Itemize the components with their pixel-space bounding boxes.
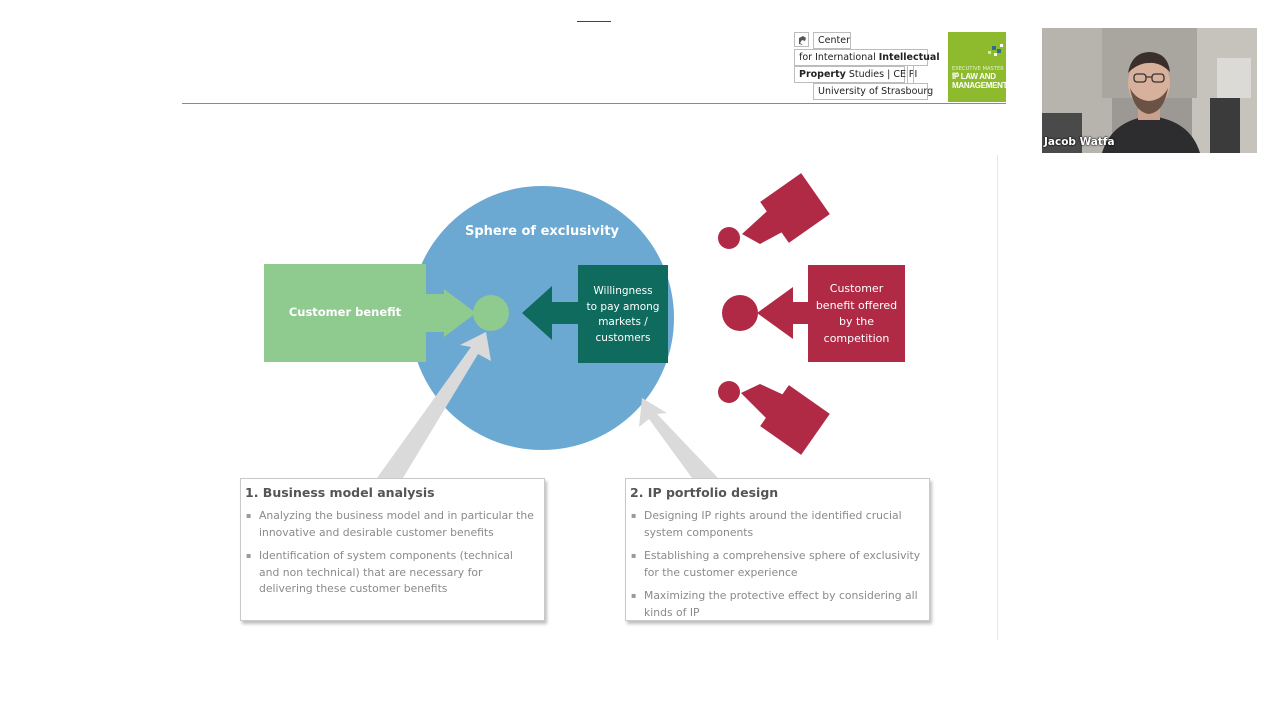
ceipi-text-property: Property xyxy=(799,69,846,80)
ip-law-master-logo: EXECUTIVE MASTER OF IP LAW AND MANAGEMEN… xyxy=(948,32,1006,102)
ceipi-divider xyxy=(907,66,908,83)
slide-top-mark xyxy=(577,21,611,22)
willingness-label: Willingness to pay among markets / custo… xyxy=(578,284,668,346)
ceipi-line-3: Property Studies | CEIPI xyxy=(794,66,917,83)
participant-name: Jacob Watfa xyxy=(1044,136,1115,148)
gray-arrow-portfolio xyxy=(639,398,718,478)
ceipi-divider xyxy=(913,66,914,83)
competition-label: Customer benefit offered by the competit… xyxy=(808,281,905,347)
list-item: Maximizing the protective effect by cons… xyxy=(631,588,921,621)
competitor-top-dot xyxy=(718,227,740,249)
slide-header-rule xyxy=(182,103,1006,104)
competitor-bottom-dot xyxy=(718,381,740,403)
gray-arrow-business xyxy=(377,332,491,478)
ceipi-text-studies: Studies | CEIPI xyxy=(845,69,918,80)
business-model-box: 1. Business model analysis Analyzing the… xyxy=(240,478,545,621)
competition-dot xyxy=(722,295,758,331)
list-item: Establishing a comprehensive sphere of e… xyxy=(631,548,921,581)
competition-line-2: benefit offered xyxy=(815,298,898,312)
competition-line-3: by the xyxy=(838,315,875,328)
master-logo-line-2: MANAGEMENT xyxy=(952,81,1006,90)
list-item: Designing IP rights around the identifie… xyxy=(631,508,921,541)
customer-benefit-label: Customer benefit xyxy=(288,305,402,319)
exclusivity-diagram xyxy=(264,173,905,478)
slide-edge-line xyxy=(997,155,998,640)
ip-portfolio-bullets: Designing IP rights around the identifie… xyxy=(630,508,921,621)
willingness-line-2: to pay among xyxy=(586,300,660,313)
customer-benefit-arrow-head xyxy=(444,289,476,337)
ip-portfolio-title: 2. IP portfolio design xyxy=(630,485,779,500)
ceipi-line-4: University of Strasbourg xyxy=(813,83,933,100)
willingness-arrow xyxy=(522,286,578,340)
competition-box xyxy=(808,265,905,362)
willingness-line-1: Willingness xyxy=(593,285,653,297)
master-logo-title: IP LAW AND MANAGEMENT xyxy=(952,72,1006,90)
competitor-bottom-arrow xyxy=(741,384,786,427)
customer-benefit-arrow-shaft xyxy=(426,294,448,332)
willingness-box xyxy=(578,265,668,363)
business-model-title: 1. Business model analysis xyxy=(245,485,435,500)
ceipi-emblem-icon xyxy=(794,32,809,47)
master-logo-subtitle: EXECUTIVE MASTER OF xyxy=(952,66,1004,78)
ceipi-line-1: Center xyxy=(813,32,851,49)
logo-dots-icon xyxy=(988,44,1003,56)
participant-video-tile[interactable]: Jacob Watfa xyxy=(1042,28,1257,153)
ceipi-text-strasbourg: University of Strasbourg xyxy=(818,86,934,97)
ceipi-text-international: for International xyxy=(799,52,879,63)
competition-arrow xyxy=(757,287,808,339)
participant-video-feed xyxy=(1042,28,1257,153)
list-item: Analyzing the business model and in part… xyxy=(246,508,536,541)
ceipi-logo: Center for International Intellectual Pr… xyxy=(794,32,940,102)
customer-benefit-box xyxy=(264,264,426,362)
customer-benefit-dot xyxy=(473,295,509,331)
willingness-line-4: customers xyxy=(595,331,651,344)
sphere-title: Sphere of exclusivity xyxy=(464,224,620,239)
business-model-bullets: Analyzing the business model and in part… xyxy=(245,508,536,598)
ceipi-line-2: for International Intellectual xyxy=(794,49,940,66)
ceipi-text-center: Center xyxy=(818,35,850,46)
competitor-top-arrow xyxy=(742,203,786,244)
master-logo-line-1: IP LAW AND xyxy=(952,72,996,81)
competition-line-1: Customer xyxy=(829,282,884,295)
ip-portfolio-box: 2. IP portfolio design Designing IP righ… xyxy=(625,478,930,621)
list-item: Identification of system components (tec… xyxy=(246,548,536,598)
competition-line-4: competition xyxy=(823,331,890,345)
ceipi-text-intellectual: Intellectual xyxy=(878,52,940,63)
willingness-line-3: markets / xyxy=(598,316,648,328)
